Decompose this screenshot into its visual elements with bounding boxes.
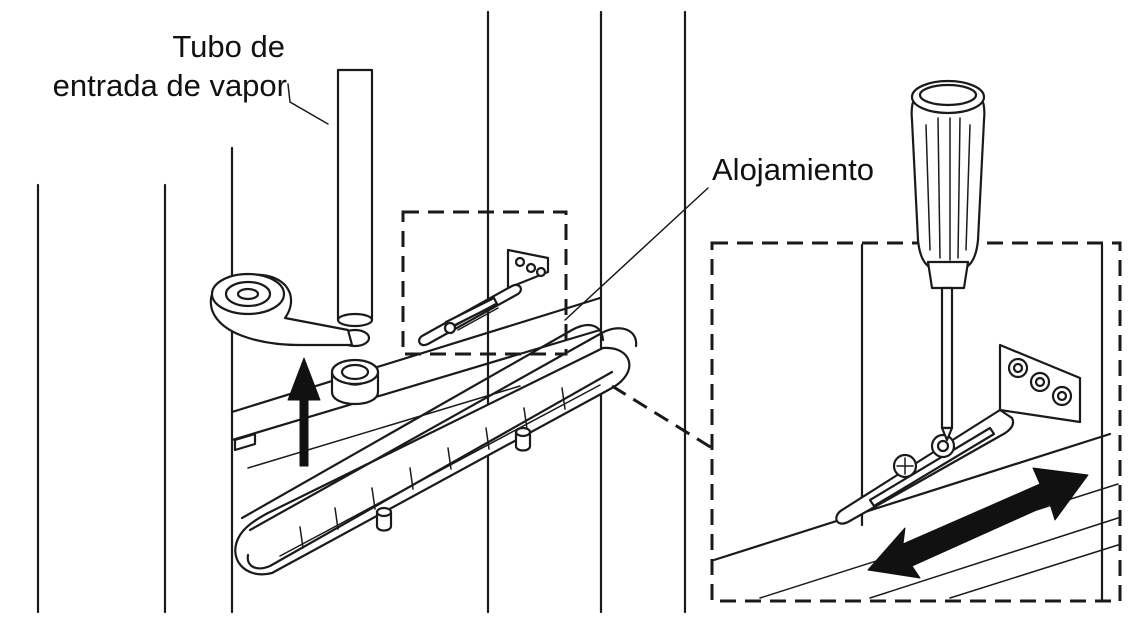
tray-nozzle: [375, 506, 393, 532]
tray-nozzle: [514, 426, 532, 452]
lift-arrow-icon: [287, 357, 321, 467]
housing-label: Alojamiento: [712, 152, 874, 187]
leader-lines: [287, 83, 709, 321]
steam-inlet-tube: [336, 68, 374, 348]
wing-nut-fitting: [209, 272, 354, 347]
mounting-bracket: [835, 343, 1082, 525]
wall-panel-lines: [36, 10, 687, 614]
detail-callout-box: [401, 210, 568, 356]
screwdriver-icon: [910, 79, 986, 442]
steam-tube-label-line1: Tubo de: [172, 29, 285, 64]
steam-tray: [234, 323, 638, 576]
adjust-double-arrow-icon: [867, 467, 1089, 579]
callout-connector: [611, 384, 713, 450]
threaded-port: [330, 358, 380, 405]
tray-ribs: [299, 387, 566, 549]
steam-tube-label-line2: entrada de vapor: [53, 68, 287, 103]
